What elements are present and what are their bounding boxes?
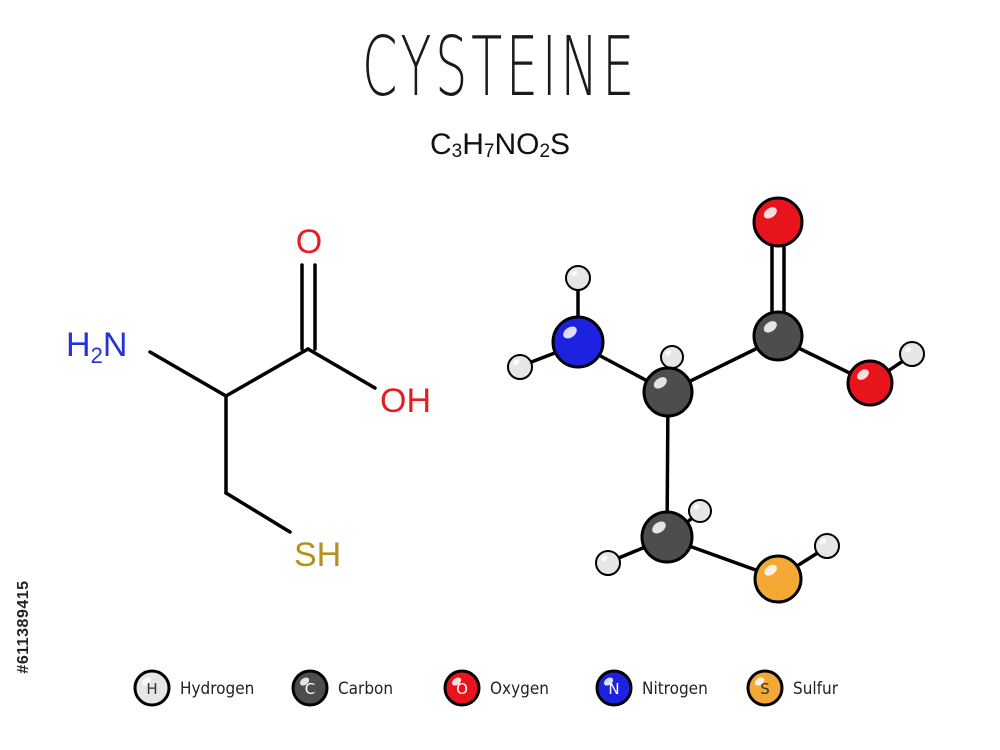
- chemical-formula: C3H7NO2S: [0, 128, 1000, 163]
- hydrogen-atom: [660, 345, 684, 369]
- hydrogen-atom: [814, 533, 840, 559]
- legend-nitrogen-swatch: N: [595, 669, 633, 707]
- formula-symbol: C: [429, 128, 452, 161]
- formula-symbol: S: [550, 128, 571, 161]
- legend-hydrogen-swatch: H: [133, 669, 171, 707]
- legend-hydrogen-label: Hydrogen: [180, 679, 254, 699]
- hydrogen-atom: [595, 550, 621, 576]
- legend-hydrogen-symbol: H: [146, 680, 157, 698]
- oxygen-atom: [752, 196, 804, 248]
- sulfur-atom: [753, 554, 803, 604]
- carbon-atom: [640, 510, 694, 564]
- legend-oxygen-label: Oxygen: [490, 679, 549, 699]
- legend-sulfur-label: Sulfur: [793, 679, 839, 699]
- hydrogen-atom: [899, 341, 925, 367]
- carbon-atom: [752, 310, 804, 362]
- skeletal-hydroxyl-label: OH: [380, 382, 431, 420]
- ball-and-stick-model: [507, 196, 925, 604]
- legend-oxygen-swatch: O: [443, 669, 481, 707]
- legend-sulfur-swatch: S: [746, 669, 784, 707]
- legend-carbon-label: Carbon: [338, 679, 393, 699]
- legend-nitrogen-symbol: N: [608, 680, 619, 698]
- stock-id-watermark: #611389415: [12, 520, 32, 740]
- molecule-name: CYSTEINE: [361, 20, 639, 115]
- legend-nitrogen-label: Nitrogen: [642, 679, 708, 699]
- formula-subscript: 3: [451, 141, 463, 162]
- bond-c-oh: [306, 347, 377, 390]
- skeletal-thiol-label: SH: [294, 536, 341, 574]
- watermark-text: #611389415: [15, 580, 32, 674]
- legend-sulfur-symbol: S: [760, 680, 770, 698]
- hydrogen-atom: [507, 354, 533, 380]
- nitrogen-atom: [551, 315, 605, 369]
- formula-symbol: H: [462, 128, 484, 161]
- oxygen-atom: [846, 359, 894, 407]
- skeletal-oxygen-label: O: [296, 223, 322, 261]
- carbon-atom: [642, 366, 694, 418]
- bond-ca-c: [224, 347, 310, 398]
- legend: H Hydrogen C Carbon O Oxygen N Nitrogen S Sulfur: [133, 669, 839, 707]
- hydrogen-atom: [565, 265, 591, 291]
- skeletal-amine-label: H2N: [66, 326, 127, 368]
- formula-subscript: 2: [539, 141, 551, 162]
- formula-symbol: NO: [494, 128, 540, 161]
- bond-cb-s: [224, 491, 292, 534]
- legend-carbon-swatch: C: [291, 669, 329, 707]
- hydrogen-atom: [688, 499, 712, 523]
- skeletal-formula: [148, 263, 377, 534]
- formula-subscript: 7: [483, 141, 495, 162]
- legend-oxygen-symbol: O: [456, 680, 468, 698]
- bond-n-ca: [148, 350, 228, 398]
- legend-carbon-symbol: C: [305, 680, 315, 698]
